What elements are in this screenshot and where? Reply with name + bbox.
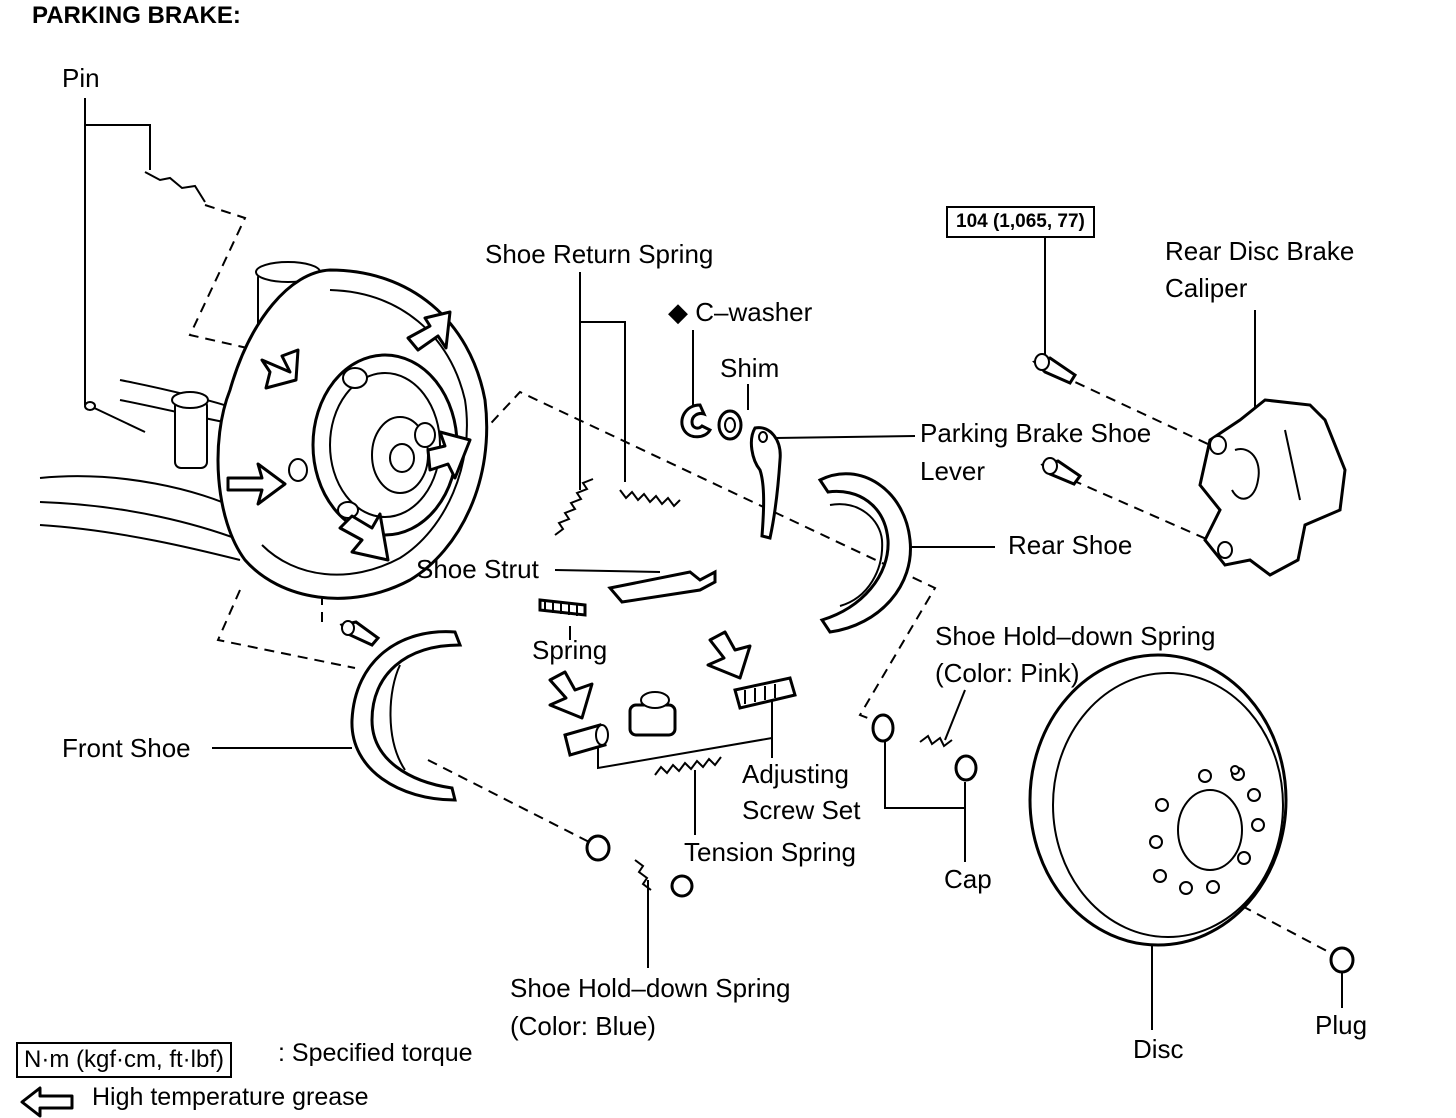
tension-spring-part xyxy=(654,756,722,776)
label-rear-disc-brake-caliper-line1: Rear Disc Brake xyxy=(1165,236,1355,266)
caliper-part xyxy=(1198,398,1347,577)
shim-part xyxy=(717,409,743,441)
pin-part xyxy=(84,171,206,433)
label-parking-brake-shoe-lever-line1: Parking Brake Shoe xyxy=(920,418,1152,448)
backing-plate-assembly xyxy=(39,261,489,600)
label-spring: Spring xyxy=(532,635,608,665)
label-adjusting-screw-set-line1: Adjusting xyxy=(742,759,849,789)
label-parking-brake-shoe-lever-line2: Lever xyxy=(920,456,986,486)
label-cap: Cap xyxy=(944,864,992,894)
label-plug: Plug xyxy=(1315,1010,1368,1040)
label-shoe-hold-down-spring-blue-line1: Shoe Hold–down Spring xyxy=(510,973,791,1003)
shoe-strut-part xyxy=(607,569,717,604)
caliper-bolts xyxy=(1032,353,1083,486)
torque-spec-box: 104 (1,065, 77) xyxy=(946,206,1095,238)
adjusting-screw-set-part xyxy=(563,676,797,757)
disc-part xyxy=(1028,653,1288,947)
legend-torque-desc: : Specified torque xyxy=(278,1039,473,1067)
label-shoe-hold-down-spring-blue-line2: (Color: Blue) xyxy=(510,1011,656,1041)
diagram-title: PARKING BRAKE: xyxy=(32,2,241,29)
label-shim: Shim xyxy=(720,353,780,383)
label-pin: Pin xyxy=(62,63,100,93)
legend-grease-desc: High temperature grease xyxy=(92,1083,369,1111)
label-rear-disc-brake-caliper-line2: Caliper xyxy=(1165,273,1248,303)
legend-grease-arrow-icon xyxy=(20,1086,74,1118)
hold-down-blue-parts xyxy=(585,834,694,898)
leader-lines xyxy=(84,98,1343,1030)
label-disc: Disc xyxy=(1133,1034,1184,1064)
strut-spring-part xyxy=(538,598,587,617)
plug-part xyxy=(1329,946,1355,974)
c-washer-part xyxy=(680,403,713,439)
parking-brake-shoe-lever-part xyxy=(749,426,782,540)
label-adjusting-screw-set-line2: Screw Set xyxy=(742,795,861,825)
label-c-washer: ◆ C–washer xyxy=(668,297,813,327)
label-shoe-hold-down-spring-pink-line2: (Color: Pink) xyxy=(935,658,1080,688)
label-tension-spring: Tension Spring xyxy=(684,837,856,867)
shoe-return-springs xyxy=(554,478,681,536)
label-rear-shoe: Rear Shoe xyxy=(1008,530,1133,560)
front-shoe-part xyxy=(350,630,463,802)
label-shoe-hold-down-spring-pink-line1: Shoe Hold–down Spring xyxy=(935,621,1216,651)
hold-down-pink-parts xyxy=(871,713,978,782)
label-shoe-return-spring: Shoe Return Spring xyxy=(485,239,714,269)
legend-torque-unit-box: N·m (kgf·cm, ft·lbf) xyxy=(16,1042,232,1078)
grease-arrows-middle xyxy=(548,630,752,720)
backing-plate-bolt xyxy=(339,620,381,647)
label-shoe-strut: Shoe Strut xyxy=(416,554,539,584)
label-front-shoe: Front Shoe xyxy=(62,733,191,763)
rear-shoe-part xyxy=(817,472,912,634)
